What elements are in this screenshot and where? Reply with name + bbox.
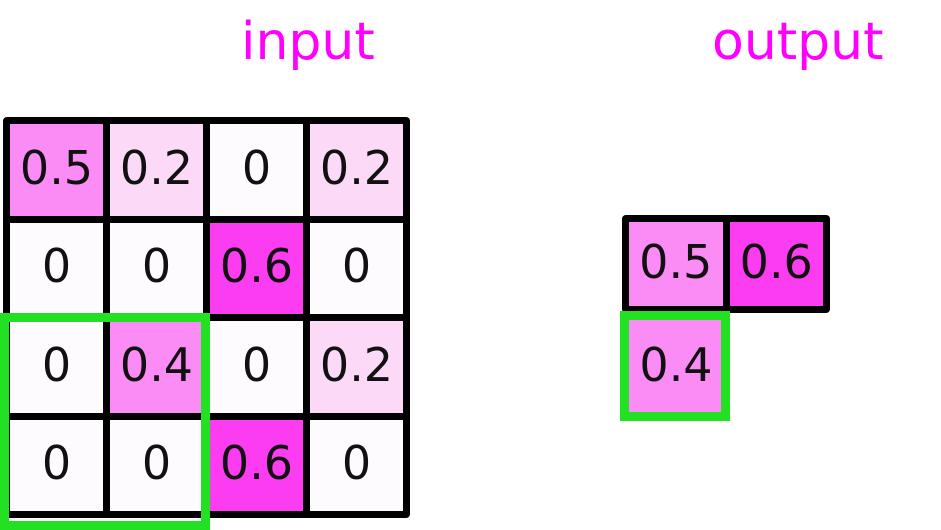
input-cell-value: 0.4 — [119, 337, 194, 392]
input-cell-r3-c2: 0.4 — [110, 321, 203, 413]
output-cell-value: 0.6 — [739, 235, 813, 289]
output-cell-r1-c2: 0.6 — [729, 222, 823, 306]
input-cell-value: 0.2 — [119, 140, 194, 195]
input-cell-value: 0 — [141, 436, 172, 491]
input-cell-value: 0 — [341, 436, 372, 491]
input-title: input — [241, 12, 375, 72]
output-matrix-top-row: 0.5 0.6 — [622, 215, 830, 313]
input-cell-value: 0.2 — [319, 140, 394, 195]
input-cell-r4-c3: 0.6 — [210, 419, 303, 511]
input-cell-r3-c1: 0 — [10, 321, 103, 413]
input-cell-r1-c3: 0 — [210, 124, 303, 216]
input-cell-value: 0 — [241, 337, 272, 392]
output-cell-r1-c1: 0.5 — [629, 222, 723, 306]
input-cell-value: 0 — [41, 337, 72, 392]
input-matrix: 0.5 0.2 0 0.2 0 0 0.6 0 0 0.4 0 0.2 0 0 0.6 0 — [3, 117, 410, 518]
input-cell-r2-c3: 0.6 — [210, 222, 303, 314]
input-cell-r3-c4: 0.2 — [310, 321, 403, 413]
output-cell-value: 0.5 — [639, 235, 713, 289]
output-title: output — [712, 12, 884, 72]
input-cell-value: 0.5 — [19, 140, 94, 195]
input-cell-r1-c2: 0.2 — [110, 124, 203, 216]
input-cell-value: 0 — [141, 239, 172, 294]
input-cell-r2-c1: 0 — [10, 222, 103, 314]
input-cell-value: 0.6 — [219, 239, 294, 294]
input-cell-r2-c4: 0 — [310, 222, 403, 314]
input-cell-r1-c1: 0.5 — [10, 124, 103, 216]
input-cell-r2-c2: 0 — [110, 222, 203, 314]
input-cell-value: 0.2 — [319, 337, 394, 392]
input-cell-r4-c4: 0 — [310, 419, 403, 511]
input-cell-r4-c1: 0 — [10, 419, 103, 511]
input-cell-r3-c3: 0 — [210, 321, 303, 413]
input-cell-value: 0 — [41, 436, 72, 491]
input-cell-value: 0 — [241, 140, 272, 195]
input-cell-r1-c4: 0.2 — [310, 124, 403, 216]
output-cell-value: 0.4 — [639, 338, 713, 392]
input-cell-value: 0.6 — [219, 436, 294, 491]
input-cell-value: 0 — [41, 239, 72, 294]
input-cell-r4-c2: 0 — [110, 419, 203, 511]
input-cell-value: 0 — [341, 239, 372, 294]
output-cell-r2-c1: 0.4 — [629, 320, 723, 414]
